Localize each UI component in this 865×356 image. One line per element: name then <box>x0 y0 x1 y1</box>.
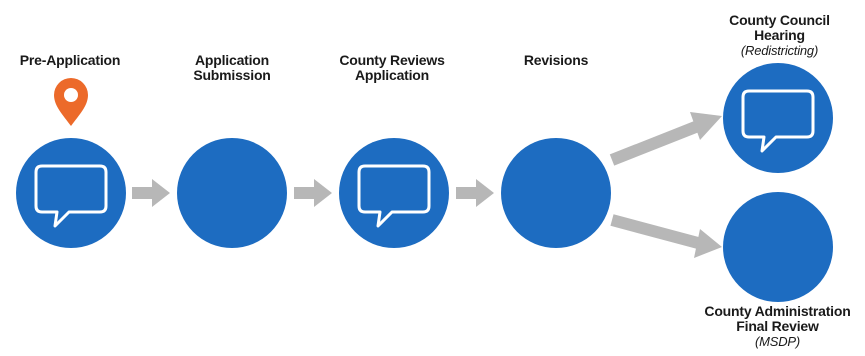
step-circle-pre-application <box>16 138 126 248</box>
location-pin-icon <box>54 78 88 126</box>
speech-bubble-icon <box>34 164 108 228</box>
label-line: County Administration <box>704 303 851 319</box>
arrow-1 <box>132 179 170 207</box>
step-label-pre-application: Pre-Application <box>0 53 140 68</box>
arrow-down-branch <box>610 214 722 258</box>
label-line: Submission <box>193 67 271 83</box>
step-circle-application-submission <box>177 138 287 248</box>
label-line: Final Review <box>736 318 819 334</box>
arrow-2 <box>294 179 332 207</box>
label-line: County Reviews <box>339 52 445 68</box>
label-line: County Council <box>729 12 830 28</box>
speech-bubble-icon <box>741 89 815 153</box>
step-label-county-reviews: County Reviews Application <box>322 53 462 83</box>
step-circle-revisions <box>501 138 611 248</box>
label-line: Application <box>354 67 430 83</box>
label-line: Revisions <box>523 52 589 68</box>
step-label-county-administration-final-review: County Administration Final Review (MSDP… <box>690 303 865 350</box>
label-line: Application <box>194 52 270 68</box>
step-circle-county-reviews <box>339 138 449 248</box>
speech-bubble-icon <box>357 164 431 228</box>
label-subtitle: (MSDP) <box>754 334 801 349</box>
step-label-application-submission: Application Submission <box>162 53 302 83</box>
label-subtitle: (Redistricting) <box>740 43 819 58</box>
step-circle-county-administration <box>723 192 833 302</box>
step-circle-county-council-hearing <box>723 63 833 173</box>
arrow-3 <box>456 179 494 207</box>
step-label-county-council-hearing: County Council Hearing (Redistricting) <box>697 12 862 59</box>
label-line: Pre-Application <box>19 52 121 68</box>
label-line: Hearing <box>754 27 805 43</box>
step-label-revisions: Revisions <box>486 53 626 68</box>
arrow-up-branch <box>609 112 722 166</box>
